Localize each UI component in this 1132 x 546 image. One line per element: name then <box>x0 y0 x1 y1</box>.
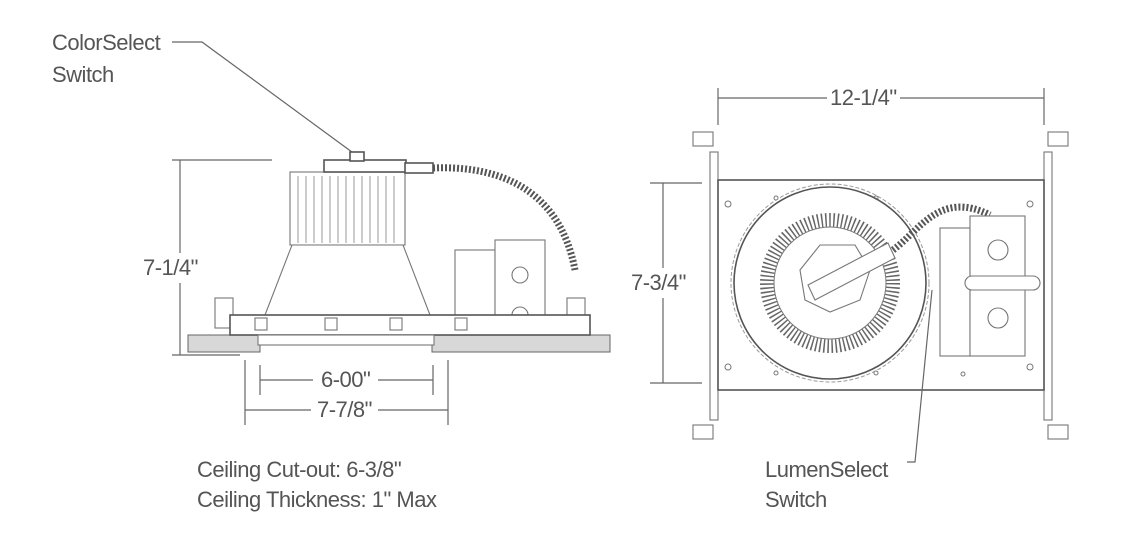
trim-dimension: 7-7/8" <box>311 395 378 425</box>
aperture-dimension: 6-00" <box>313 365 379 395</box>
color-switch-label-line2: Switch <box>52 62 114 87</box>
top-view-drawing <box>650 88 1069 440</box>
heat-sink <box>289 171 406 246</box>
lumen-switch-label-line2: Switch <box>765 487 827 512</box>
color-select-switch <box>349 151 365 162</box>
ceiling-left <box>187 334 261 353</box>
cord-bracket <box>807 242 896 301</box>
side-view-drawing <box>172 41 611 425</box>
trim <box>257 334 435 346</box>
mounting-frame <box>229 314 591 336</box>
ceiling-right <box>431 334 611 353</box>
coiled-cord <box>432 164 579 271</box>
lumen-switch-leader <box>907 289 933 463</box>
reflector <box>264 244 431 316</box>
hanger-bar-left <box>709 151 719 421</box>
color-switch-leader <box>172 41 357 156</box>
ceiling-thickness-note: Ceiling Thickness: 1" Max <box>197 487 437 512</box>
hanger-bar-right <box>1043 151 1053 421</box>
width-dimension: 12-1/4" <box>827 83 900 113</box>
ceiling-cutout-note: Ceiling Cut-out: 6-3/8" <box>197 457 402 482</box>
color-switch-label: ColorSelect <box>52 30 161 55</box>
height-dimension: 7-1/4" <box>140 253 201 283</box>
lumen-select-box <box>939 227 971 357</box>
depth-dimension: 7-3/4" <box>628 268 689 298</box>
lumen-switch-label: LumenSelect <box>765 457 888 482</box>
